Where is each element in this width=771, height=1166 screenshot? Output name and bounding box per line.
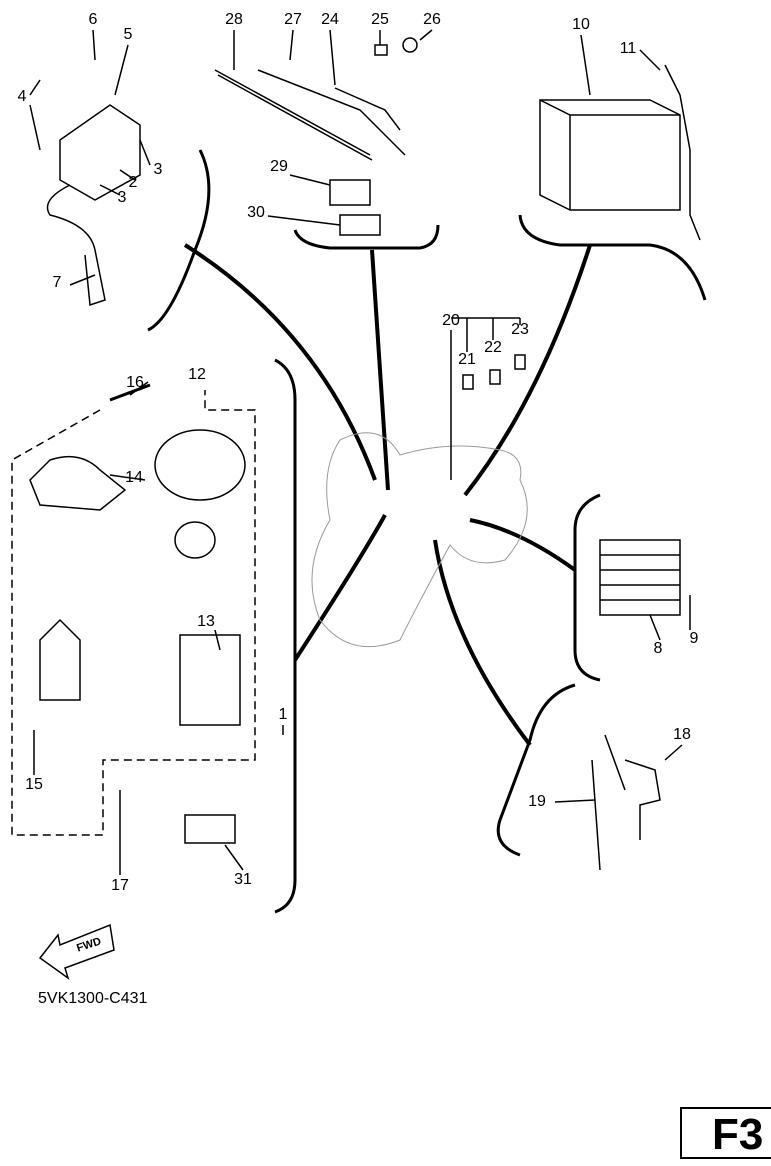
callout-25: 25 bbox=[371, 11, 389, 28]
tie-28 bbox=[214, 69, 371, 156]
rubber-31 bbox=[184, 814, 236, 844]
callout-17: 17 bbox=[111, 877, 129, 894]
bracket-battery bbox=[518, 214, 707, 301]
callout-15: 15 bbox=[25, 776, 43, 793]
fuse-23 bbox=[514, 354, 526, 370]
battery-lead bbox=[664, 64, 701, 241]
callout-21: 21 bbox=[458, 351, 476, 368]
ignition-coil bbox=[59, 104, 141, 201]
tie-24 bbox=[334, 87, 401, 131]
harness-line-4 bbox=[293, 514, 387, 662]
callout-9: 9 bbox=[689, 630, 699, 647]
clamp-26 bbox=[402, 37, 418, 53]
callout-20: 20 bbox=[442, 312, 460, 329]
sensor-18 bbox=[624, 759, 661, 840]
callout-23: 23 bbox=[511, 321, 529, 338]
key bbox=[109, 383, 151, 402]
callout-4: 4 bbox=[17, 88, 27, 105]
coupler-29 bbox=[329, 179, 371, 206]
harness-line-2 bbox=[370, 249, 390, 491]
main-switch-14 bbox=[29, 455, 127, 511]
callout-2: 2 bbox=[128, 174, 138, 191]
callout-5: 5 bbox=[123, 26, 133, 43]
rectifier-8 bbox=[599, 539, 681, 616]
callout-16: 16 bbox=[126, 374, 144, 391]
callout-22: 22 bbox=[484, 339, 502, 356]
harness-line-6 bbox=[433, 539, 532, 747]
callout-29: 29 bbox=[270, 158, 288, 175]
callout-11: 11 bbox=[619, 40, 637, 57]
callout-8: 8 bbox=[653, 640, 663, 657]
callout-14: 14 bbox=[125, 469, 143, 486]
callout-7: 7 bbox=[52, 274, 62, 291]
page-id-box: F3 bbox=[680, 1107, 771, 1159]
callout-28: 28 bbox=[225, 11, 243, 28]
callout-31: 31 bbox=[234, 871, 252, 888]
callout-1: 1 bbox=[278, 706, 288, 723]
fuse-22 bbox=[489, 369, 501, 385]
callout-13: 13 bbox=[197, 613, 215, 630]
bracket-ties bbox=[293, 224, 440, 250]
harness-line-1 bbox=[183, 243, 377, 481]
callout-18: 18 bbox=[673, 726, 691, 743]
fuel-tank-cap bbox=[154, 429, 246, 501]
callout-19: 19 bbox=[528, 793, 546, 810]
callout-30: 30 bbox=[247, 204, 265, 221]
tie-clip-25 bbox=[374, 44, 388, 56]
callout-3b: 3 bbox=[117, 189, 127, 206]
bracket-rectifier bbox=[573, 493, 601, 682]
harness-line-5 bbox=[469, 518, 577, 572]
callout-12: 12 bbox=[188, 366, 206, 383]
callout-24: 24 bbox=[321, 11, 339, 28]
callout-3a: 3 bbox=[153, 161, 163, 178]
seat-lock bbox=[174, 521, 216, 559]
harness-line-3 bbox=[463, 244, 592, 497]
battery bbox=[539, 99, 681, 211]
motorcycle-outline bbox=[311, 432, 528, 648]
ecu-13 bbox=[179, 634, 241, 726]
callout-27: 27 bbox=[284, 11, 302, 28]
callout-26: 26 bbox=[423, 11, 441, 28]
callout-6: 6 bbox=[88, 11, 98, 28]
page-id: F3 bbox=[712, 1110, 764, 1159]
tie-27 bbox=[257, 69, 406, 156]
coil-lead bbox=[46, 184, 106, 307]
drawing-code: 5VK1300-C431 bbox=[38, 990, 148, 1007]
fuse-21 bbox=[462, 374, 474, 390]
handlebar-switch bbox=[39, 618, 81, 701]
callout-10: 10 bbox=[572, 16, 590, 33]
main-switch-set-outline bbox=[11, 390, 256, 836]
tie-19 bbox=[591, 734, 626, 871]
bracket-sensor bbox=[496, 683, 576, 857]
bracket-main-switch bbox=[274, 358, 297, 914]
